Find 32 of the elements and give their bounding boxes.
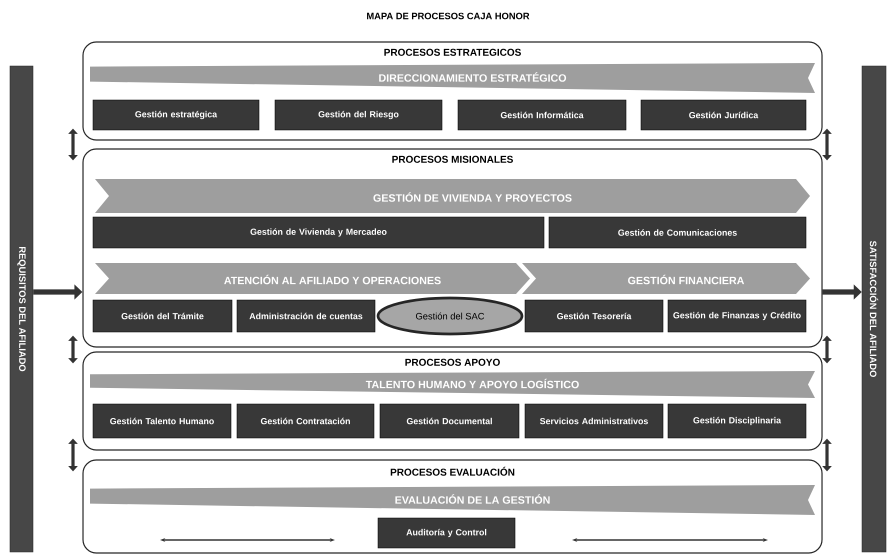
process-box: Gestión de Finanzas y Crédito (668, 300, 806, 332)
double-arrow (822, 336, 832, 364)
chevron-band: GESTIÓN FINANCIERA (522, 263, 810, 294)
process-box: Gestión Disciplinaria (668, 404, 806, 438)
side-bar: SATISFACCIÓN DEL AFILIADO (862, 66, 886, 552)
process-box: Gestión estratégica (92, 100, 260, 130)
side-bar: REQUISITOS DEL AFILIADO (10, 66, 34, 552)
double-arrow (822, 438, 832, 472)
ribbon-band: TALENTO HUMANO Y APOYO LOGÍSTICO (90, 371, 815, 398)
process-box: Gestión Talento Humano (92, 404, 232, 438)
process-box: Gestión Tesorería (524, 300, 664, 332)
ribbon-band: EVALUACIÓN DE LA GESTIÓN (90, 485, 815, 515)
chevron-band: GESTIÓN DE VIVIENDA Y PROYECTOS (95, 179, 810, 213)
process-box: Gestión del Trámite (92, 300, 232, 332)
process-oval: Gestión del SAC (376, 296, 524, 336)
chevron-band: ATENCIÓN AL AFILIADO Y OPERACIONES (95, 263, 530, 294)
process-box: Gestión de Vivienda y Mercadeo (92, 216, 544, 248)
process-box: Gestión del Riesgo (274, 100, 442, 130)
process-box: Gestión Informática (458, 100, 626, 130)
process-box: Servicios Administrativos (524, 404, 664, 438)
process-box: Auditoría y Control (378, 518, 516, 548)
process-box: Gestión Jurídica (640, 100, 806, 130)
double-arrow (68, 128, 78, 160)
process-box: Gestión de Comunicaciones (548, 216, 806, 248)
process-box: Gestión Documental (380, 404, 520, 438)
double-arrow (68, 336, 78, 364)
title: MAPA DE PROCESOS CAJA HONOR (367, 12, 530, 20)
double-arrow (822, 128, 832, 160)
process-box: Administración de cuentas (236, 300, 376, 332)
double-arrow (68, 438, 78, 472)
ribbon-band: DIRECCIONAMIENTO ESTRATÉGICO (90, 63, 815, 93)
process-box: Gestión Contratación (236, 404, 374, 438)
